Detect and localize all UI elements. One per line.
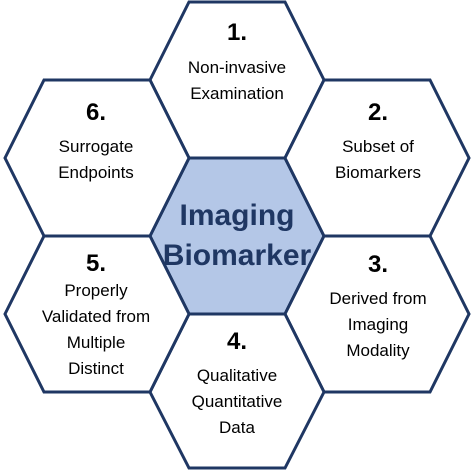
hexagon-node-5: 5. Properly Validated from Multiple Dist… [3,234,191,394]
node-5-number: 5. [86,250,106,277]
center-title-line-2: Biomarker [163,239,312,272]
node-4-number: 4. [227,328,247,355]
center-title-line-1: Imaging [179,199,294,232]
node-5-line-1: Properly [64,281,128,300]
node-3-number: 3. [368,251,388,278]
node-5-line-4: Distinct [68,359,124,378]
node-3-line-2: Imaging [348,315,408,334]
node-2-number: 2. [368,99,388,126]
node-1-line-2: Examination [190,84,284,103]
node-6-number: 6. [86,99,106,126]
node-4-line-1: Qualitative [197,366,277,385]
node-2-line-2: Biomarkers [335,163,421,182]
node-1-number: 1. [227,19,247,46]
node-5-line-3: Multiple [67,333,126,352]
node-2-line-1: Subset of [342,137,414,156]
node-6-line-1: Surrogate [59,137,134,156]
hexagon-node-6: 6. Surrogate Endpoints [3,78,191,238]
hexagon-node-2: 2. Subset of Biomarkers [283,78,471,238]
node-6-line-2: Endpoints [58,163,134,182]
node-3-line-3: Modality [346,341,410,360]
center-hexagon: Imaging Biomarker [148,156,326,316]
hexagon-node-6-shape [3,78,191,238]
node-4-line-3: Data [219,418,255,437]
hexagon-node-3: 3. Derived from Imaging Modality [283,234,471,394]
node-4-line-2: Quantitative [192,392,283,411]
node-1-line-1: Non-invasive [188,58,286,77]
node-5-line-2: Validated from [42,307,150,326]
node-3-line-1: Derived from [329,289,426,308]
